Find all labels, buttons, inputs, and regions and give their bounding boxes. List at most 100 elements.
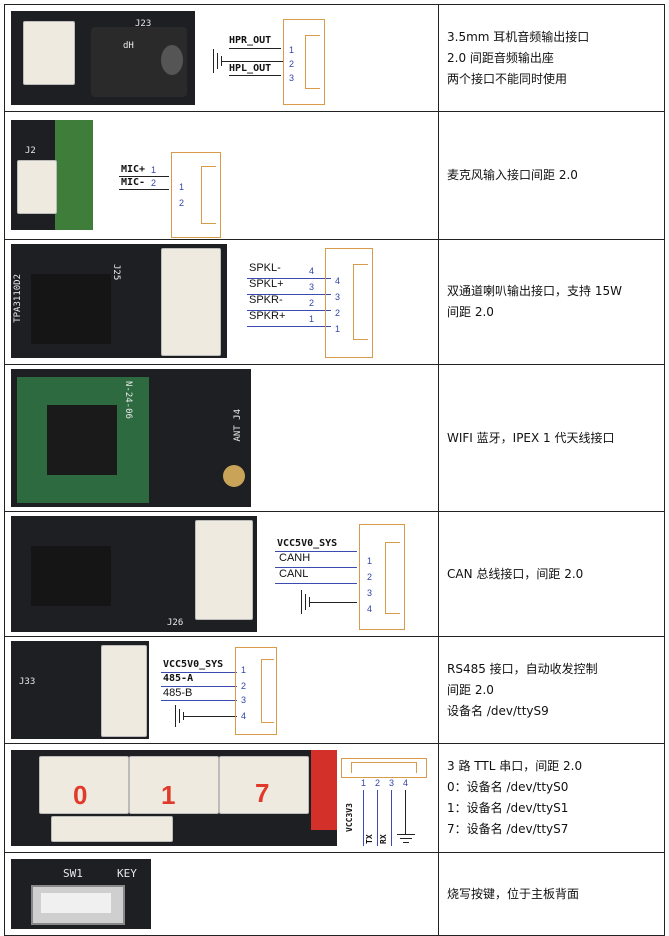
interface-table: dH J23 HPR_OUT HPL_OUT 1 2 3 <box>4 4 665 936</box>
pin-number: 1 <box>361 778 367 788</box>
image-cell: J2 MIC+ 1 MIC- 2 1 2 <box>4 111 439 240</box>
pin-number: 2 <box>241 681 247 691</box>
pin-number: 2 <box>335 308 341 318</box>
signal-label: RX <box>379 834 388 844</box>
description-line: 烧写按键，位于主板背面 <box>447 886 580 901</box>
signal-label: MIC- <box>121 177 146 188</box>
description-line: 间距 2.0 <box>447 305 494 319</box>
schematic: VCC5V0_SYS 485-A 485-B 1 2 3 4 <box>155 637 295 743</box>
schematic: HPR_OUT HPL_OUT 1 2 3 <box>205 5 435 111</box>
pin-number: 3 <box>289 73 295 83</box>
image-cell: J33 VCC5V0_SYS 485-A 485-B 1 2 3 4 <box>4 636 439 744</box>
signal-label: SPKR+ <box>249 310 286 322</box>
pin-number: 1 <box>241 665 247 675</box>
description-cell: 3.5mm 耳机音频输出接口 2.0 间距音频输出座 两个接口不能同时使用 <box>438 4 665 112</box>
pin-number: 1 <box>335 324 341 334</box>
silk-label: J23 <box>135 19 152 29</box>
silk-label: dH <box>123 41 134 51</box>
speaker-connector-photo: TPA3110D2 J25 <box>11 244 227 358</box>
port-number: 7 <box>255 778 270 808</box>
description-line: 3.5mm 耳机音频输出接口 <box>447 29 590 44</box>
image-cell: J26 VCC5V0_SYS CANH CANL 1 2 3 4 <box>4 511 439 637</box>
pin-number: 4 <box>335 276 341 286</box>
description-cell: RS485 接口，自动收发控制 间距 2.0 设备名 /dev/ttyS9 <box>438 636 665 744</box>
silk-label: ANT J4 <box>233 409 243 442</box>
signal-label: 485-A <box>163 673 194 684</box>
table-row: J26 VCC5V0_SYS CANH CANL 1 2 3 4 <box>4 511 665 637</box>
description-line: WIFI 蓝牙，IPEX 1 代天线接口 <box>447 430 615 445</box>
table-row: TPA3110D2 J25 SPKL- 4 SPKL+ 3 SPKR- 2 SP… <box>4 239 665 365</box>
silk-label: J33 <box>19 677 36 687</box>
pin-number: 3 <box>241 695 247 705</box>
signal-label: TX <box>365 834 374 844</box>
description-line: 麦克风输入接口间距 2.0 <box>447 168 578 182</box>
table-row: J2 MIC+ 1 MIC- 2 1 2 麦克风输入接口间距 2.0 <box>4 111 665 240</box>
headphone-jack-photo: dH J23 <box>11 11 195 105</box>
pin-number: 4 <box>367 604 373 614</box>
pin-number: 4 <box>309 266 315 276</box>
signal-label: HPR_OUT <box>229 35 272 46</box>
image-cell: dH J23 HPR_OUT HPL_OUT 1 2 3 <box>4 4 439 112</box>
signal-label: 485-B <box>163 687 193 699</box>
description-line: 1：设备名 /dev/ttyS1 <box>447 801 569 815</box>
mic-connector-photo: J2 <box>11 120 93 230</box>
schematic: SPKL- 4 SPKL+ 3 SPKR- 2 SPKR+ 1 4 3 2 1 <box>245 240 435 364</box>
pin-number: 2 <box>179 198 185 208</box>
rs485-connector-photo: J33 <box>11 641 149 739</box>
signal-label: HPL_OUT <box>229 63 272 74</box>
pin-number: 3 <box>367 588 373 598</box>
signal-label: VCC5V0_SYS <box>163 659 224 670</box>
description-line: 3 路 TTL 串口，间距 2.0 <box>447 759 583 773</box>
silk-label: KEY <box>117 867 137 880</box>
table-row: 0 1 7 1 2 3 4 <box>4 743 665 853</box>
port-number: 0 <box>73 780 88 810</box>
pin-number: 1 <box>151 165 157 175</box>
silk-label: TPA3110D2 <box>13 274 23 323</box>
pin-number: 2 <box>309 298 315 308</box>
description-line: 7：设备名 /dev/ttyS7 <box>447 822 569 836</box>
silk-label: J25 <box>111 264 121 281</box>
description-cell: CAN 总线接口，间距 2.0 <box>438 511 665 637</box>
pin-number: 1 <box>289 45 295 55</box>
ttl-connectors-photo: 0 1 7 <box>11 750 337 846</box>
description-cell: WIFI 蓝牙，IPEX 1 代天线接口 <box>438 364 665 512</box>
description-line: 两个接口不能同时使用 <box>447 71 568 86</box>
image-cell: N-24-06 ANT J4 <box>4 364 439 512</box>
signal-label: MIC+ <box>121 164 146 175</box>
description-cell: 双通道喇叭输出接口，支持 15W 间距 2.0 <box>438 239 665 365</box>
pin-number: 2 <box>367 572 373 582</box>
table-row: N-24-06 ANT J4 WIFI 蓝牙，IPEX 1 代天线接口 <box>4 364 665 512</box>
description-cell: 3 路 TTL 串口，间距 2.0 0：设备名 /dev/ttyS0 1：设备名… <box>438 743 665 853</box>
silk-label: N-24-06 <box>123 381 133 419</box>
description-cell: 麦克风输入接口间距 2.0 <box>438 111 665 240</box>
image-cell: 0 1 7 1 2 3 4 <box>4 743 439 853</box>
signal-label: CANL <box>279 568 309 580</box>
port-number: 1 <box>161 780 176 810</box>
signal-label: VCC5V0_SYS <box>277 538 338 549</box>
description-line: 0：设备名 /dev/ttyS0 <box>447 780 569 794</box>
wifi-module-photo: N-24-06 ANT J4 <box>11 369 251 507</box>
pin-number: 3 <box>309 282 315 292</box>
silk-label: J26 <box>167 618 184 628</box>
pin-number: 3 <box>389 778 395 788</box>
table-row: dH J23 HPR_OUT HPL_OUT 1 2 3 <box>4 4 665 112</box>
description-line: 间距 2.0 <box>447 682 494 697</box>
pin-number: 1 <box>367 556 373 566</box>
pin-number: 4 <box>403 778 409 788</box>
schematic: MIC+ 1 MIC- 2 1 2 <box>105 112 235 239</box>
signal-label: SPKR- <box>249 294 283 306</box>
signal-label: VCC3V3 <box>345 803 354 832</box>
can-connector-photo: J26 <box>11 516 257 632</box>
table-row: J33 VCC5V0_SYS 485-A 485-B 1 2 3 4 <box>4 636 665 744</box>
pin-number: 3 <box>335 292 341 302</box>
schematic: VCC5V0_SYS CANH CANL 1 2 3 4 <box>265 512 435 636</box>
description-line: 双通道喇叭输出接口，支持 15W <box>447 284 622 298</box>
silk-label: J2 <box>25 146 36 156</box>
description-line: CAN 总线接口，间距 2.0 <box>447 566 584 581</box>
description-line: 设备名 /dev/ttyS9 <box>447 703 549 718</box>
pin-number: 4 <box>241 711 247 721</box>
pin-number: 2 <box>375 778 381 788</box>
pin-number: 1 <box>179 182 185 192</box>
image-cell: TPA3110D2 J25 SPKL- 4 SPKL+ 3 SPKR- 2 SP… <box>4 239 439 365</box>
description-line: 2.0 间距音频输出座 <box>447 50 554 65</box>
